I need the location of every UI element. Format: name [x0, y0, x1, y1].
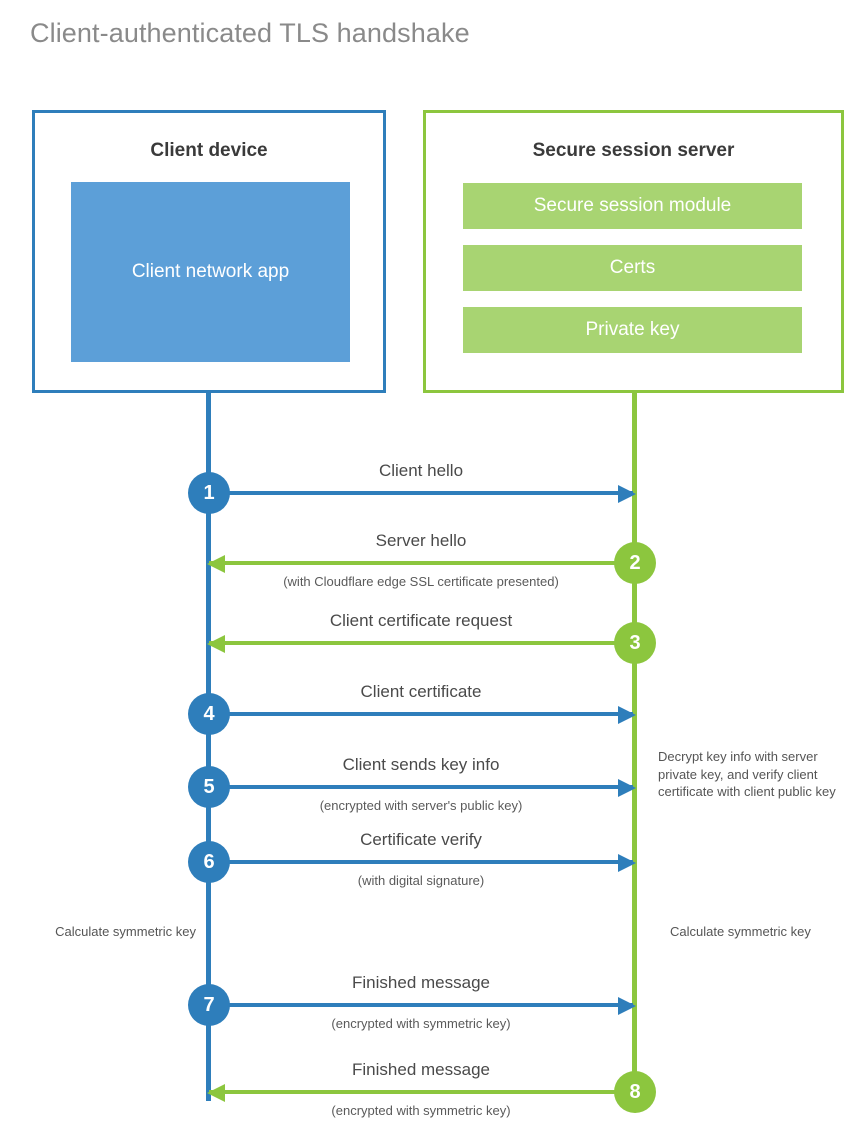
message-label-1: Client hello	[378, 461, 464, 480]
message-arrow-line-5	[209, 785, 633, 789]
message-arrow-line-3	[209, 641, 633, 645]
certs-component: Certs	[463, 245, 802, 291]
secure-session-server-box: Secure session server Secure session mod…	[423, 110, 844, 393]
message-arrow-line-2	[209, 561, 633, 565]
message-sublabel-7: (encrypted with symmetric key)	[331, 1016, 511, 1031]
client-lifeline	[206, 391, 211, 1101]
message-label-3: Client certificate request	[329, 611, 513, 630]
arrow-head-right-icon	[618, 997, 636, 1015]
message-label-6: Certificate verify	[360, 830, 482, 849]
message-sublabel-5: (encrypted with server's public key)	[319, 798, 523, 813]
note-client-calculate-symmetric-key: Calculate symmetric key	[55, 924, 196, 939]
server-lifeline	[632, 391, 637, 1094]
step-circle-6: 6	[188, 841, 230, 883]
certs-label: Certs	[609, 257, 656, 278]
arrow-head-left-icon	[207, 1084, 225, 1102]
message-label-4: Client certificate	[360, 682, 482, 701]
step-circle-3: 3	[614, 622, 656, 664]
note-server-calculate-symmetric-key: Calculate symmetric key	[670, 924, 811, 939]
note-server-decrypt: Decrypt key info with server private key…	[658, 749, 836, 800]
message-sublabel-8: (encrypted with symmetric key)	[331, 1103, 511, 1118]
arrow-head-right-icon	[618, 706, 636, 724]
message-arrow-line-1	[209, 491, 633, 495]
page-title: Client-authenticated TLS handshake	[30, 18, 470, 48]
step-circle-5: 5	[188, 766, 230, 808]
step-circle-1: 1	[188, 472, 230, 514]
client-network-app-label: Client network app	[131, 261, 290, 283]
secure-session-server-title: Secure session server	[532, 140, 735, 161]
client-device-box: Client device Client network app	[32, 110, 386, 393]
step-circle-2: 2	[614, 542, 656, 584]
message-sublabel-6: (with digital signature)	[357, 873, 485, 888]
message-arrow-line-8	[209, 1090, 633, 1094]
secure-session-module-label: Secure session module	[533, 195, 732, 216]
arrow-head-right-icon	[618, 485, 636, 503]
client-network-app-component: Client network app	[71, 182, 350, 362]
arrow-head-right-icon	[618, 779, 636, 797]
message-arrow-line-4	[209, 712, 633, 716]
message-label-8: Finished message	[352, 1060, 490, 1079]
step-circle-4: 4	[188, 693, 230, 735]
message-label-5: Client sends key info	[342, 755, 500, 774]
private-key-component: Private key	[463, 307, 802, 353]
private-key-label: Private key	[585, 319, 680, 340]
message-arrow-line-6	[209, 860, 633, 864]
arrow-head-left-icon	[207, 555, 225, 573]
step-circle-8: 8	[614, 1071, 656, 1113]
message-sublabel-2: (with Cloudflare edge SSL certificate pr…	[283, 574, 559, 589]
arrow-head-left-icon	[207, 635, 225, 653]
message-label-2: Server hello	[375, 531, 467, 550]
arrow-head-right-icon	[618, 854, 636, 872]
message-arrow-line-7	[209, 1003, 633, 1007]
step-circle-7: 7	[188, 984, 230, 1026]
client-device-title: Client device	[150, 140, 268, 161]
message-label-7: Finished message	[352, 973, 490, 992]
secure-session-module-component: Secure session module	[463, 183, 802, 229]
